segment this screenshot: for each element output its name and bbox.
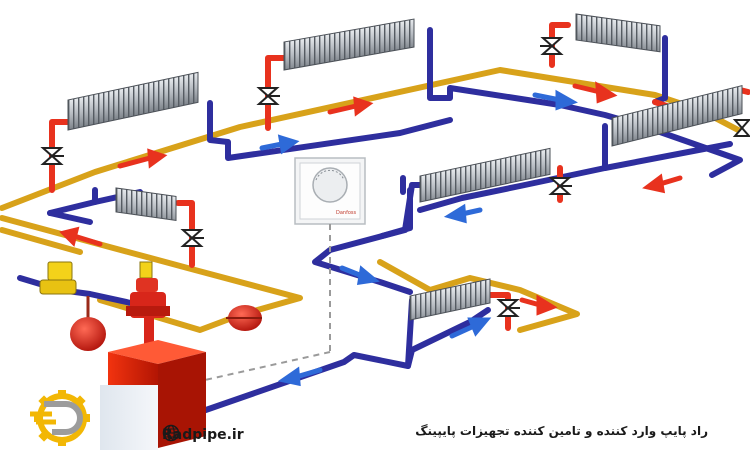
valve-icon [548,177,572,195]
arrow-icon [327,96,374,117]
valve-icon [732,119,750,137]
arrow-icon [339,265,380,285]
arrow-icon [259,134,300,155]
arrow-icon [449,317,492,339]
arrow-icon [277,366,323,387]
radiator-icon [419,147,551,203]
radiator-icon [283,18,415,71]
arrow-icon [117,148,168,169]
expansion-tank-icon [226,305,262,331]
valve-icon [40,147,64,165]
footer-accent [100,385,158,450]
website-link[interactable]: Radpipe.ir [162,424,244,446]
website-text: Radpipe.ir [162,427,244,443]
pump-icon [39,261,77,295]
radiator-icon [611,84,743,147]
safety-valve-icon [126,261,170,346]
valve-icon [180,229,204,247]
arrow-icon [642,173,683,194]
arrow-icon [572,81,618,104]
flow-arrows [59,81,683,387]
arrow-icon [532,89,578,111]
valve-icon [256,87,280,105]
globe-icon [162,424,180,442]
radpipe-logo [22,384,100,448]
thermostat-icon: Danfoss [294,157,366,225]
radiator-icon [115,187,177,222]
gear-logo-icon [30,390,90,446]
company-tagline: راد پایپ وارد کننده و تامین کننده تجهیزا… [415,424,708,438]
arrow-icon [443,203,483,224]
arrow-icon [59,226,103,247]
radiator-icon [575,13,661,53]
valve-icon [540,37,564,55]
thermostat-brand: Danfoss [336,210,357,216]
radiator-icon [409,278,491,321]
expansion-tank-icon [70,296,106,351]
valve-icon [496,299,520,317]
radiator-icon [67,71,199,131]
arrow-icon [519,294,558,316]
